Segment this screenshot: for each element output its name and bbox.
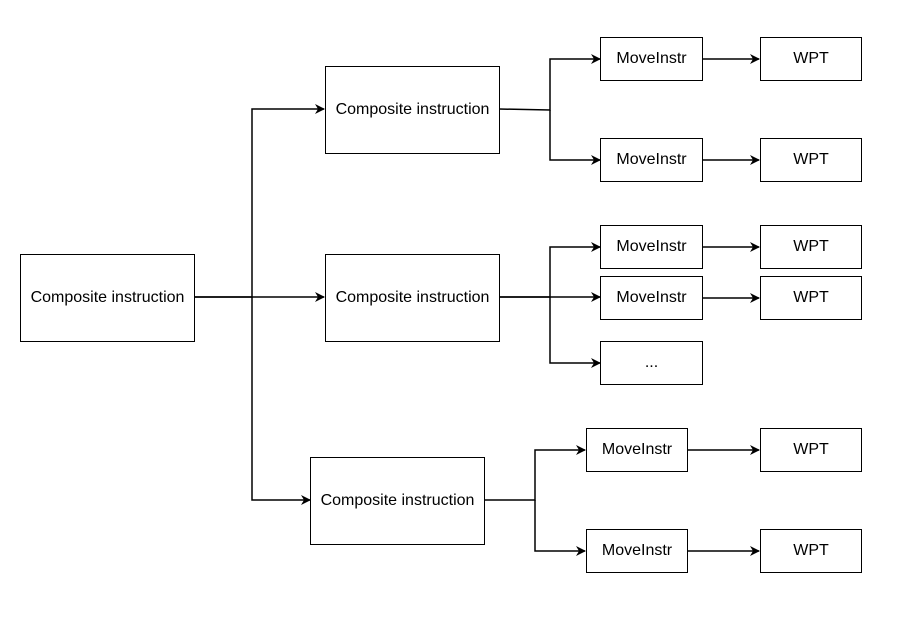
edge-root-c1 bbox=[194, 104, 325, 298]
wpt-node-5[interactable]: WPT bbox=[760, 428, 862, 472]
edge-c1-m2 bbox=[549, 110, 601, 165]
root-composite-node[interactable]: Composite instruction bbox=[20, 254, 195, 342]
edge-c3-m6 bbox=[534, 500, 586, 556]
composite-node-3[interactable]: Composite instruction bbox=[310, 457, 485, 545]
move-instr-node-4[interactable]: MoveInstr bbox=[600, 276, 703, 320]
wpt-node-2[interactable]: WPT bbox=[760, 138, 862, 182]
edge-c1-m1 bbox=[498, 54, 601, 111]
ellipsis-node[interactable]: ... bbox=[600, 341, 703, 385]
wpt-node-1[interactable]: WPT bbox=[760, 37, 862, 81]
move-instr-node-6[interactable]: MoveInstr bbox=[586, 529, 688, 573]
wpt-node-4[interactable]: WPT bbox=[760, 276, 862, 320]
move-instr-node-3[interactable]: MoveInstr bbox=[600, 225, 703, 269]
move-instr-node-1[interactable]: MoveInstr bbox=[600, 37, 703, 81]
edge-root-c3 bbox=[251, 297, 311, 505]
move-instr-node-5[interactable]: MoveInstr bbox=[586, 428, 688, 472]
edge-c2-e1 bbox=[549, 297, 601, 368]
edge-c2-m3 bbox=[499, 242, 601, 298]
composite-node-2[interactable]: Composite instruction bbox=[325, 254, 500, 342]
move-instr-node-2[interactable]: MoveInstr bbox=[600, 138, 703, 182]
edge-c3-m5 bbox=[485, 445, 586, 501]
wpt-node-6[interactable]: WPT bbox=[760, 529, 862, 573]
composite-node-1[interactable]: Composite instruction bbox=[325, 66, 500, 154]
wpt-node-3[interactable]: WPT bbox=[760, 225, 862, 269]
